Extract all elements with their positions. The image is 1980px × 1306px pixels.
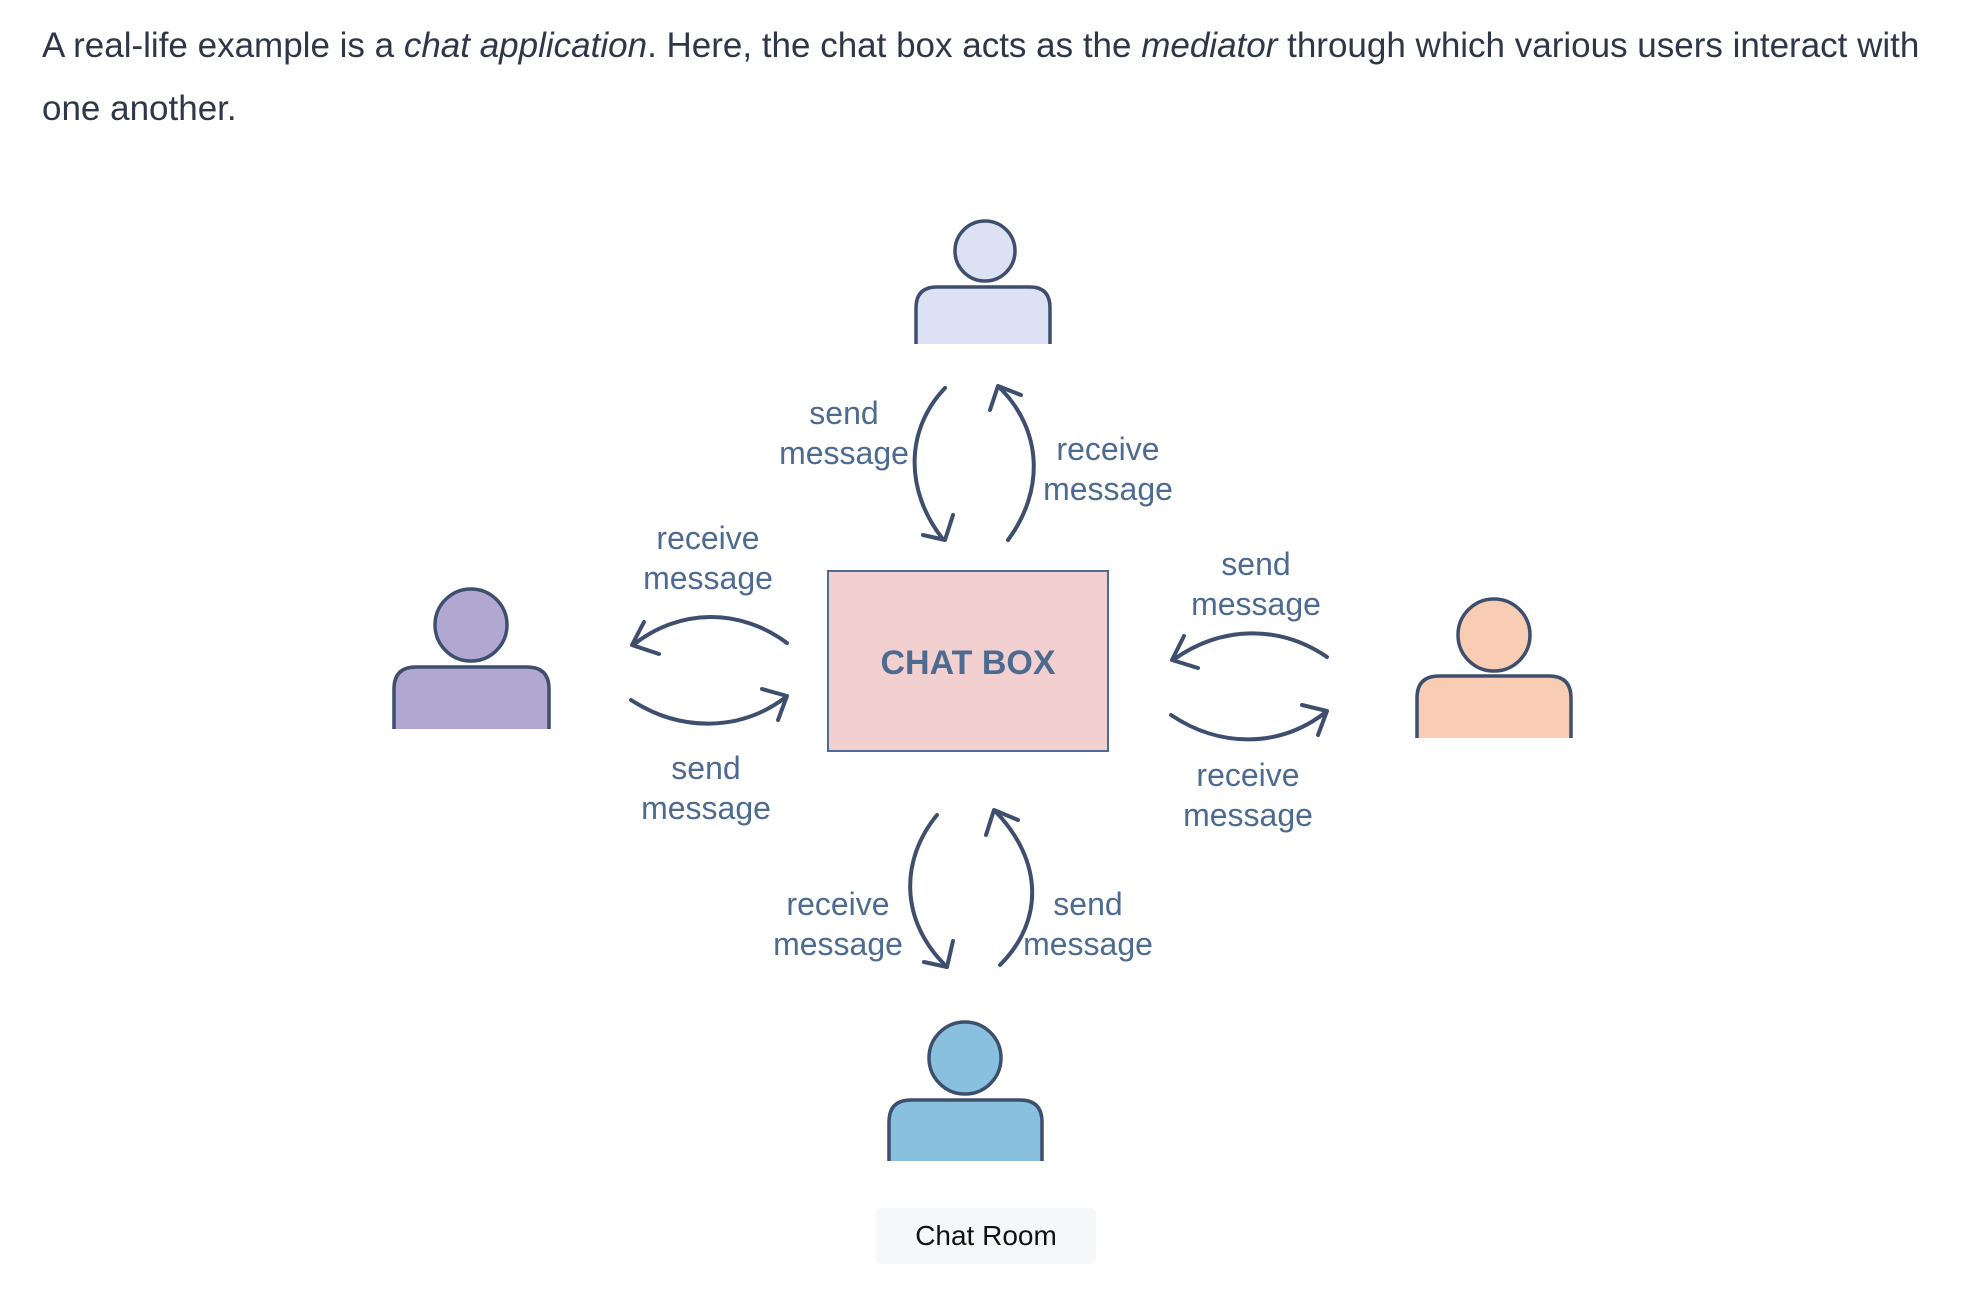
user-right-head [1456, 597, 1532, 673]
intro-text-1: A real-life example is a [42, 26, 404, 65]
label-bottom-send-line2: message [1023, 926, 1153, 962]
user-right-body [1415, 674, 1573, 738]
user-top-head [953, 219, 1017, 283]
figure-caption: Chat Room [876, 1208, 1096, 1264]
user-top-body [914, 285, 1052, 344]
label-bottom-receive-line1: receive [786, 886, 889, 922]
label-left-receive-line1: receive [656, 520, 759, 556]
user-left-body [392, 665, 551, 729]
arrow-bottom-send [984, 808, 1035, 967]
label-right-receive-line2: message [1183, 797, 1313, 833]
chat-box [827, 570, 1109, 752]
intro-emphasis-mediator: mediator [1141, 26, 1278, 65]
label-left-send-line2: message [641, 790, 771, 826]
label-left-send-line1: send [671, 750, 740, 786]
label-right-receive-line1: receive [1196, 757, 1299, 793]
intro-paragraph: A real-life example is a chat applicatio… [42, 14, 1942, 140]
label-left-receive-line2: message [643, 560, 773, 596]
label-top-send-line2: message [779, 435, 909, 471]
user-top [914, 219, 1052, 344]
label-top-receive-line2: message [1043, 471, 1173, 507]
label-right-send-line1: send [1221, 546, 1290, 582]
user-left [392, 587, 551, 729]
intro-emphasis-chat-application: chat application [403, 26, 648, 65]
label-bottom-send-line1: send [1053, 886, 1122, 922]
label-right-send-line2: message [1191, 586, 1321, 622]
user-bottom-head [927, 1020, 1003, 1096]
user-bottom [887, 1020, 1044, 1161]
arrow-bottom-receive [908, 813, 955, 969]
label-top-receive-line1: receive [1056, 431, 1159, 467]
arrow-right-send [1170, 631, 1329, 670]
intro-text-2: . Here, the chat box acts as the [647, 26, 1142, 65]
label-top-send-line1: send [809, 395, 878, 431]
arrow-left-receive [630, 615, 789, 656]
label-bottom-receive-line2: message [773, 926, 903, 962]
user-left-head [433, 587, 509, 663]
intro-text-3: through which various users interact wit… [42, 26, 1920, 128]
user-right [1415, 597, 1573, 738]
user-bottom-body [887, 1098, 1044, 1161]
arrow-right-receive [1169, 703, 1329, 742]
arrow-top-receive [988, 384, 1036, 542]
arrow-top-send [912, 386, 955, 542]
chat-box-label: CHAT BOX [880, 644, 1055, 682]
arrow-left-send [629, 687, 789, 726]
